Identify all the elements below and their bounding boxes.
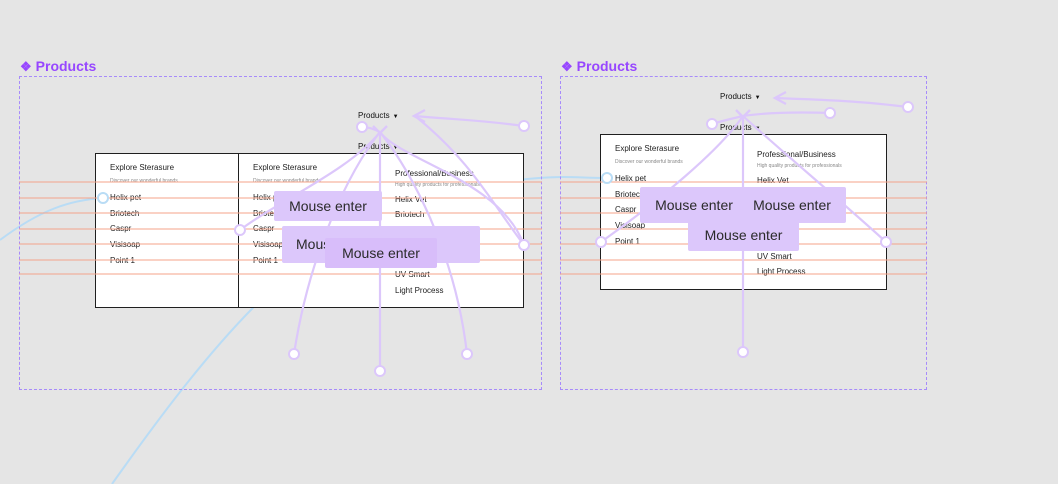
component-frame[interactable] xyxy=(19,76,542,390)
mouse-enter-trigger[interactable]: Mouse enter xyxy=(738,187,846,223)
component-title[interactable]: ❖ Products xyxy=(20,58,97,74)
menu-item[interactable]: Caspr xyxy=(615,205,637,214)
mouse-enter-trigger[interactable]: Mouse enter xyxy=(640,187,748,223)
menu-heading: Explore Sterasure xyxy=(253,163,318,172)
menu-item[interactable]: Visisoap xyxy=(615,221,646,230)
component-title[interactable]: ❖ Products xyxy=(561,58,638,74)
nav-products-trigger[interactable]: Products▼ xyxy=(720,92,761,101)
menu-item[interactable]: UV Smart xyxy=(757,252,792,261)
menu-heading: Explore Sterasure xyxy=(110,163,175,172)
menu-item[interactable]: Helix pet xyxy=(615,174,647,183)
caret-down-icon: ▼ xyxy=(392,114,399,120)
menu-item[interactable]: Briotech xyxy=(395,210,425,219)
nav-products-trigger-open[interactable]: Products▼ xyxy=(358,142,399,151)
component-diamond-icon: ❖ xyxy=(20,58,32,74)
mouse-enter-trigger[interactable]: Mouse enter xyxy=(688,219,799,251)
menu-heading: Explore Sterasure xyxy=(615,144,680,153)
menu-item[interactable]: Briotech xyxy=(615,190,645,199)
menu-item[interactable]: Point 1 xyxy=(615,237,640,246)
caret-down-icon: ▼ xyxy=(392,145,399,151)
menu-subheading: Discover our wonderful brands xyxy=(110,178,178,184)
menu-subheading: Discover our wonderful brands xyxy=(615,159,683,165)
menu-heading: Professional/Business xyxy=(757,150,836,159)
menu-item[interactable]: Light Process xyxy=(757,267,806,276)
nav-products-trigger[interactable]: Products▼ xyxy=(358,111,399,120)
component-frame[interactable] xyxy=(560,76,927,390)
menu-subheading: Discover our wonderful brands xyxy=(253,178,321,184)
menu-item[interactable]: Helix Vet xyxy=(757,176,789,185)
component-diamond-icon: ❖ xyxy=(561,58,573,74)
menu-heading: Professional/Business xyxy=(395,169,474,178)
mouse-enter-trigger[interactable]: Mouse enter xyxy=(274,191,382,221)
caret-down-icon: ▼ xyxy=(754,95,761,101)
menu-subheading: High quality products for professionals xyxy=(395,182,480,188)
menu-item[interactable]: Helix Vet xyxy=(395,195,427,204)
menu-item[interactable]: Light Process xyxy=(395,286,444,295)
mouse-enter-trigger[interactable]: Mouse enter xyxy=(325,238,437,268)
